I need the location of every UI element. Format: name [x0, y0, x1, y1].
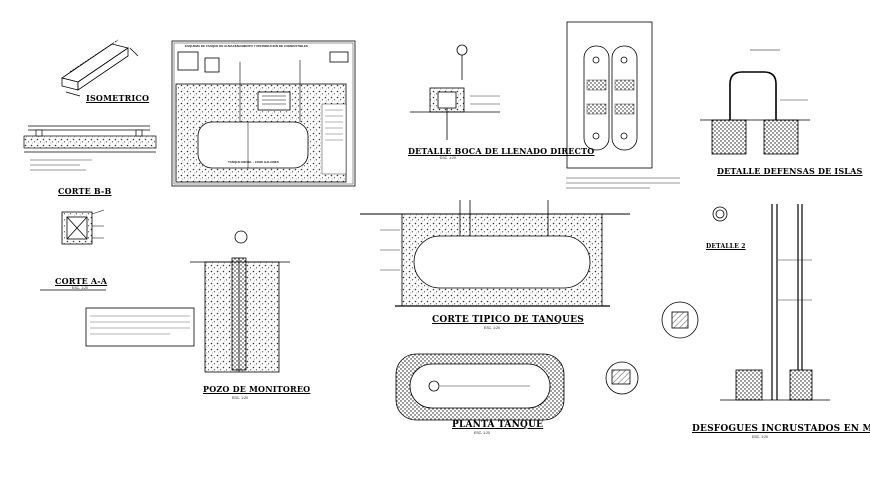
title-defensas-islas: DETALLE DEFENSAS DE ISLAS — [717, 166, 863, 176]
scale-boca-llenado: ESC. 1:20 — [440, 156, 456, 160]
title-detalle-2: DETALLE 2 — [706, 243, 746, 250]
round-details — [605, 206, 728, 395]
tank-schematic-panel — [171, 40, 356, 187]
scale-corte-tipico: ESC. 1:20 — [484, 326, 500, 330]
title-corte-bb: CORTE B-B — [58, 186, 112, 196]
section-aa-detail — [40, 209, 106, 291]
fill-port-detail — [410, 44, 500, 140]
tank-top-plan — [566, 21, 680, 189]
island-bollard-detail — [700, 49, 810, 155]
title-boca-llenado: DETALLE BOCA DE LLENADO DIRECTO — [408, 146, 595, 156]
title-desfogues: DESFOGUES INCRUSTADOS EN MUROS — [692, 424, 870, 434]
monitoring-well-detail — [85, 230, 290, 373]
title-isometrico: ISOMETRICO — [86, 93, 150, 103]
section-bb-detail — [23, 125, 157, 171]
vent-pipes-detail — [720, 204, 830, 401]
title-planta-tanque: PLANTA TANQUE — [452, 420, 544, 430]
scale-corte-aa: ESC. 1:20 — [72, 286, 88, 290]
tank-plan-view — [395, 353, 565, 421]
title-corte-aa: CORTE A-A — [55, 276, 108, 286]
title-pozo-monitoreo: POZO DE MONITOREO — [203, 384, 311, 394]
isometric-detail — [61, 39, 139, 97]
scale-pozo-monitoreo: ESC. 1:20 — [232, 396, 248, 400]
title-corte-tipico-tanques: CORTE TIPICO DE TANQUES — [432, 315, 584, 325]
scale-planta-tanque: ESC. 1:20 — [474, 431, 490, 435]
scale-desfogues: ESC. 1:20 — [752, 435, 768, 439]
typical-tank-section — [360, 200, 630, 307]
panel-header: ESQUEMA DE TANQUE DE ALMACENAMIENTO Y DI… — [185, 44, 308, 48]
panel-caption: TANQUE DIESEL - 12000 GALONES — [228, 160, 279, 164]
